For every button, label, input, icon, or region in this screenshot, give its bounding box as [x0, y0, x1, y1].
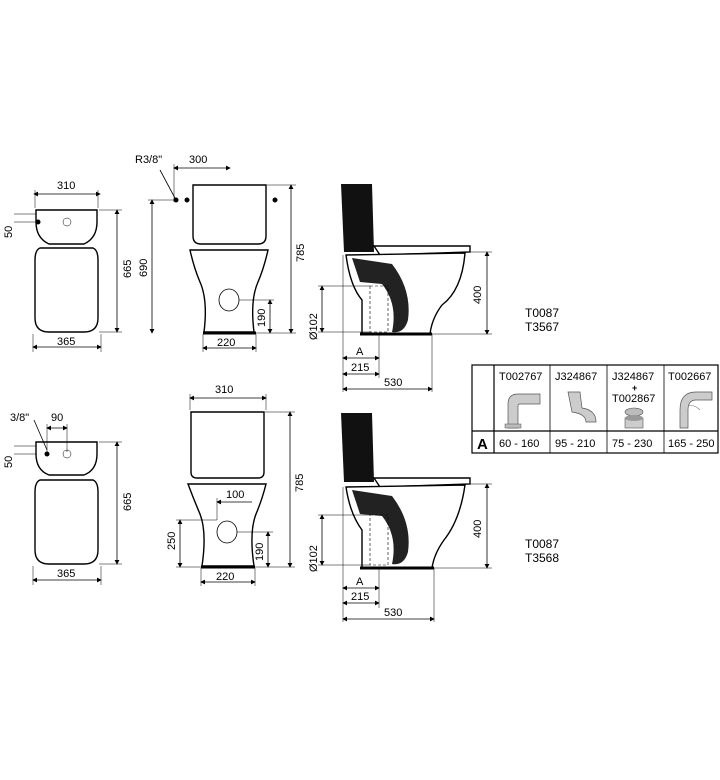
code-line-3: T0087 — [525, 537, 559, 551]
side-view-2: Ø102 400 A 215 530 — [308, 413, 492, 622]
bowl-top-outline-2 — [34, 479, 99, 565]
dim-215-2: 215 — [351, 591, 369, 603]
top-view-1: 310 50 665 365 — [3, 180, 134, 352]
dim-outlet-height-2: 190 — [254, 543, 266, 561]
inlet-circle — [62, 217, 72, 227]
table-range-4: 165 - 250 — [668, 438, 714, 450]
dim-215: 215 — [351, 362, 369, 374]
dim-top-depth: 665 — [122, 260, 134, 278]
table-plus: + — [632, 383, 637, 393]
cistern-top-outline — [35, 209, 98, 245]
table-code-3b: T002867 — [612, 393, 655, 405]
dim-top-base-2: 365 — [57, 568, 75, 580]
code-line-1: T0087 — [525, 306, 559, 320]
inlet-point — [35, 219, 41, 225]
dim-inlet-height: 50 — [3, 226, 15, 238]
dim-front-base-2: 220 — [216, 571, 234, 583]
table-code-3: J324867 — [612, 371, 654, 383]
trap-side-2 — [352, 490, 409, 565]
dim-height-right-2: 785 — [294, 474, 306, 492]
dim-side-height: 400 — [472, 286, 484, 304]
cistern-side-silhouette-2 — [341, 413, 374, 482]
dim-offset-90: 90 — [51, 412, 63, 424]
dim-pipe: Ø102 — [308, 313, 320, 340]
front-view-1: R3/8" 300 690 785 190 220 — [135, 154, 307, 352]
table-code-4: T002667 — [668, 371, 711, 383]
dim-offset-100: 100 — [226, 489, 244, 501]
outlet-pipe-dashed — [369, 285, 389, 333]
dim-a-2: A — [356, 576, 364, 588]
dim-side-height-2: 400 — [472, 520, 484, 538]
table-range-1: 60 - 160 — [499, 438, 539, 450]
side-view-1: Ø102 400 A 215 530 — [308, 184, 492, 392]
table-range-2: 95 - 210 — [555, 438, 595, 450]
dim-height-right: 785 — [295, 244, 307, 262]
dim-530-2: 530 — [384, 607, 402, 619]
table-row-label: A — [477, 436, 488, 453]
dim-inlet-height-2: 50 — [3, 456, 15, 468]
dim-front-base: 220 — [217, 337, 235, 349]
dim-top-base: 365 — [57, 336, 75, 348]
code-line-4: T3568 — [525, 551, 559, 565]
dim-pipe-2: Ø102 — [308, 545, 320, 572]
bowl-top-outline — [34, 247, 99, 333]
top-view-2: 3/8" 90 50 665 365 — [3, 412, 134, 585]
cistern-side-silhouette — [341, 184, 374, 252]
dim-530: 530 — [384, 377, 402, 389]
dim-front-width-2: 310 — [215, 384, 233, 396]
outlet-adapter-table: A T002767 J324867 J324867 + T002867 T002… — [471, 364, 719, 454]
cistern-front-outline-2 — [190, 411, 265, 479]
dim-outlet-height: 190 — [256, 309, 268, 327]
front-view-2: 310 100 250 190 785 220 — [166, 384, 306, 586]
dim-outlet-left: 250 — [166, 532, 178, 550]
dim-line-thread — [159, 169, 177, 201]
cistern-front-outline — [192, 184, 267, 245]
dim-height-left: 690 — [138, 259, 150, 277]
dim-a: A — [356, 346, 364, 358]
table-code-1: T002767 — [499, 371, 542, 383]
adapter-icon-3 — [624, 407, 644, 429]
dim-thread-2: 3/8" — [10, 412, 29, 424]
dim-top-depth-2: 665 — [122, 493, 134, 511]
table-code-2: J324867 — [555, 371, 597, 383]
code-line-2: T3567 — [525, 320, 559, 334]
adapter-icon-1 — [504, 393, 541, 429]
adapter-icon-2 — [567, 391, 597, 423]
dim-top-width: 310 — [57, 180, 75, 192]
dim-thread: R3/8" — [135, 154, 162, 166]
cistern-top-outline-2 — [35, 441, 98, 476]
trap-side — [352, 258, 409, 333]
table-range-3: 75 - 230 — [612, 438, 652, 450]
dim-offset: 300 — [189, 154, 207, 166]
adapter-icon-4 — [679, 391, 713, 429]
